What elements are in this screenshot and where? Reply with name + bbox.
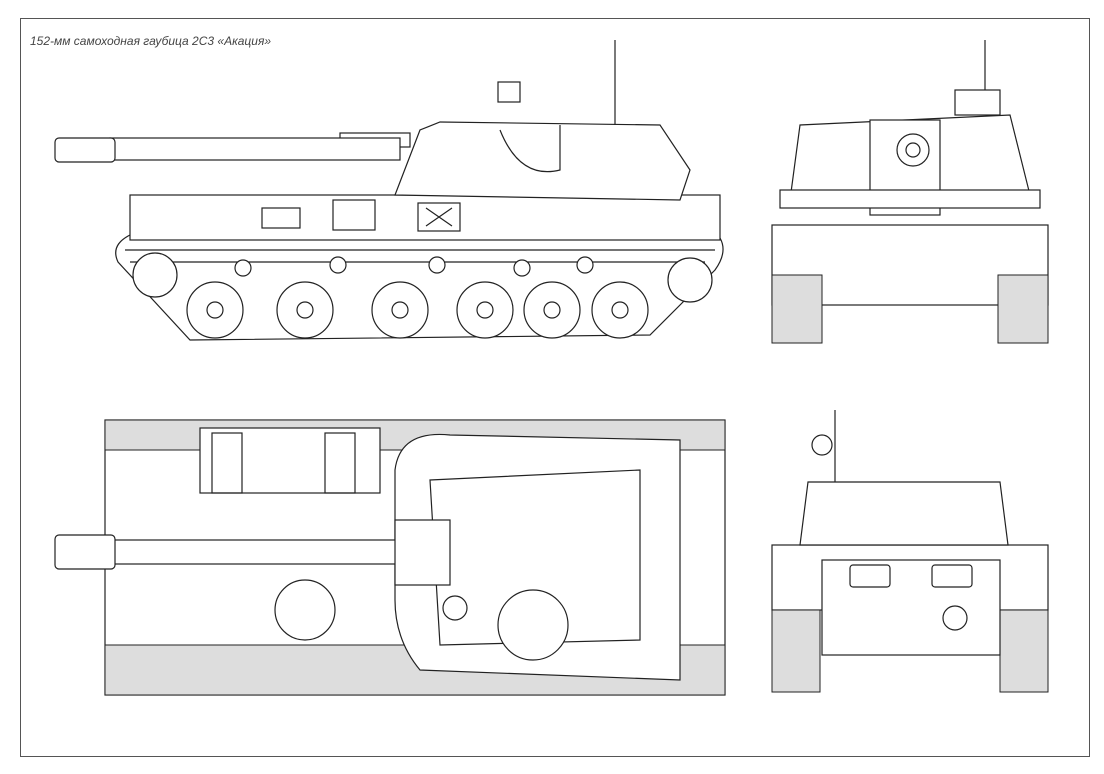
top-view [54,419,726,696]
side-turret [394,121,691,201]
rear-left-track [771,609,821,693]
side-sprocket [132,252,178,298]
side-idler [667,257,713,303]
side-view [54,40,724,341]
side-gun-barrel [109,137,401,161]
top-turret [394,433,681,681]
drawing-frame [20,18,1090,757]
top-muzzle-brake [54,534,116,570]
top-gun-barrel [109,539,401,565]
top-commander-hatch [497,589,569,661]
front-right-track [997,274,1049,344]
front-view [771,40,1049,344]
side-muzzle-brake [54,137,116,163]
rear-view [771,410,1049,693]
rear-turret [799,481,1009,546]
rear-right-track [999,609,1049,693]
front-gun-muzzle [896,133,930,167]
side-road-wheels [186,281,649,339]
drawing-title: 152-мм самоходная гаубица 2С3 «Акация» [30,34,272,48]
front-left-track [771,274,823,344]
